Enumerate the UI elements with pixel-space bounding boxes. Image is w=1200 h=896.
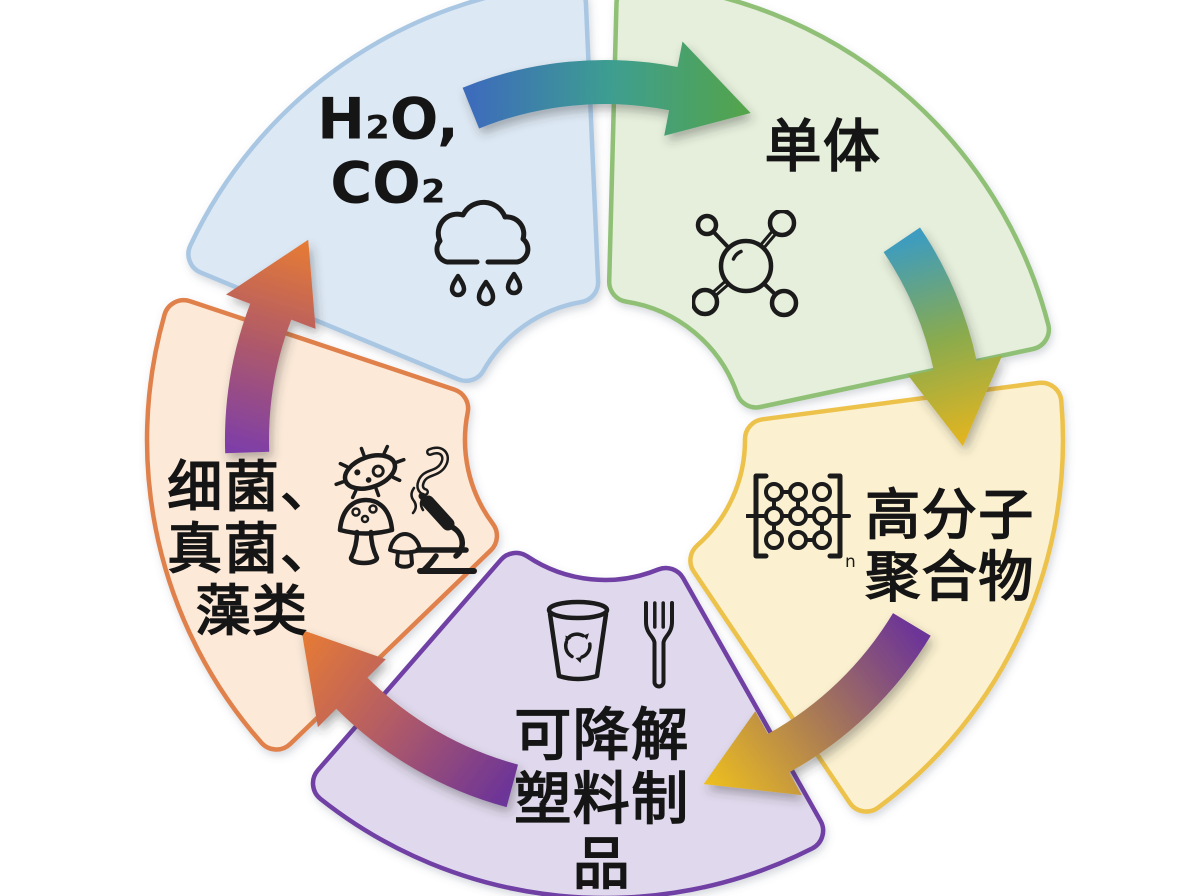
- polymer-chain-icon: n: [746, 473, 856, 570]
- label-h2o-co2: H₂O, CO₂: [317, 86, 459, 217]
- cup-body: [547, 611, 609, 682]
- molecule-icon: [692, 210, 799, 318]
- monomer-unit: [812, 482, 832, 502]
- bond: [761, 281, 778, 297]
- bond: [711, 279, 728, 294]
- monomer-unit: [788, 482, 808, 502]
- atom-highlight: [731, 249, 743, 261]
- monomer-unit: [788, 506, 808, 526]
- mushroom-icon: [337, 497, 395, 566]
- rain-drop: [449, 273, 467, 298]
- bond: [758, 229, 775, 247]
- atom: [767, 210, 797, 238]
- arrow-water-to-monomer: [462, 41, 751, 136]
- atom: [695, 213, 719, 237]
- cloud-rain-icon: [434, 199, 531, 307]
- label-monomer: 单体: [764, 113, 882, 180]
- bond: [711, 229, 731, 250]
- atom: [769, 288, 799, 318]
- rain-drop: [505, 271, 523, 296]
- bracket-left: [753, 473, 769, 559]
- small-mushroom-icon: [388, 532, 422, 569]
- monomer-unit: [812, 530, 832, 550]
- label-microbes: 细菌、 真菌、 藻类: [167, 454, 337, 644]
- microbes-microscope-icon: [334, 444, 477, 574]
- monomer-unit: [788, 530, 808, 550]
- cloud-outline: [434, 199, 531, 265]
- segment-degradable-plastic: [310, 550, 826, 896]
- arrow-monomer-to-polymer: [883, 227, 1003, 447]
- arrow-microbes-to-water: [224, 239, 316, 454]
- atom: [692, 287, 720, 317]
- microscope-icon: [415, 492, 477, 574]
- label-polymer: 高分子 聚合物: [865, 482, 1035, 609]
- fork-outline: [644, 601, 674, 689]
- atom-center: [718, 238, 774, 294]
- cup-rim: [546, 599, 610, 621]
- arrow-polymer-to-plastic: [703, 613, 931, 796]
- monomer-unit: [812, 506, 832, 526]
- trash-cup-icon: [546, 599, 610, 682]
- bracket-right: [827, 473, 843, 559]
- recycle-symbol-icon: [564, 632, 592, 663]
- recycling-cup-fork-icon: [546, 599, 674, 689]
- monomer-unit: [764, 482, 784, 502]
- bacteria-icon: [334, 444, 406, 500]
- fork-icon: [644, 601, 674, 689]
- polymer-subscript-n: n: [845, 552, 856, 570]
- bond: [762, 232, 778, 250]
- rain-drop: [476, 279, 496, 307]
- monomer-unit: [764, 530, 784, 550]
- arrow-plastic-to-microbes: [301, 629, 518, 808]
- bond: [714, 282, 731, 298]
- label-degradable-plastic: 可降解 塑料制 品: [514, 702, 690, 896]
- segment-monomer: [606, 0, 1052, 410]
- monomer-unit: [764, 506, 784, 526]
